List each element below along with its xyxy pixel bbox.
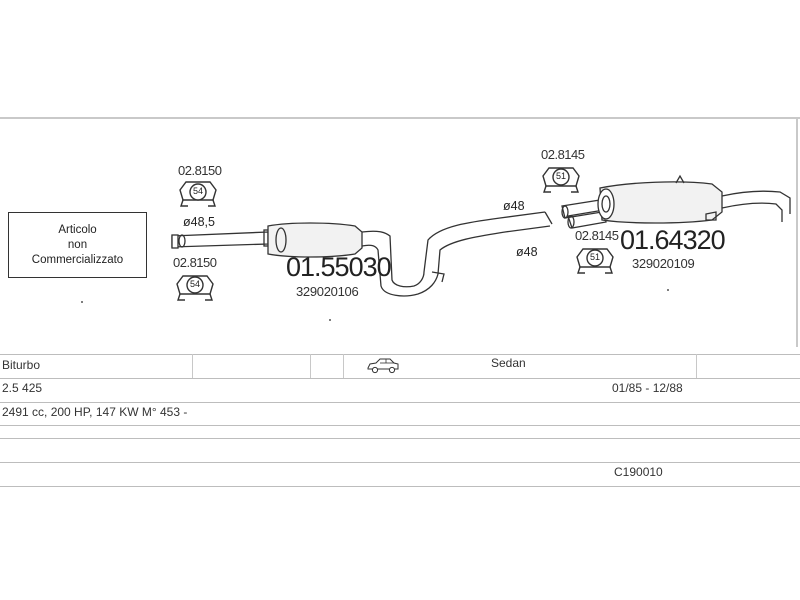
vehicle-body-type: Sedan: [491, 356, 526, 370]
hanger-bottom-right-badge: 51: [589, 252, 600, 262]
rear-pipe-joint: [544, 211, 553, 225]
sedan-car-icon: [367, 358, 399, 374]
rear-silencer-outlet: [705, 211, 717, 221]
rear-pipe-diameter-upper: ø48: [503, 199, 525, 213]
table-rule-3: [0, 402, 800, 403]
note-line-3: Commercializzato: [31, 253, 124, 266]
connecting-pipe-upper: [361, 211, 546, 288]
rear-silencer-oe-number: 329020109: [632, 256, 695, 271]
table-col-divider-3: [343, 354, 344, 378]
connecting-pipe-lower: [361, 225, 551, 297]
rear-silencer-front-end: [597, 188, 615, 220]
front-pipe-end: [178, 234, 186, 248]
diagram-right-border: [796, 117, 798, 347]
table-rule-7: [0, 486, 800, 487]
kit-code[interactable]: C190010: [614, 465, 663, 479]
table-rule-1: [0, 354, 800, 355]
diagram-top-border: [0, 117, 800, 119]
middle-silencer-oe-number: 329020106: [296, 284, 359, 299]
rear-silencer: [599, 181, 723, 224]
not-sold-note: Articolo non Commercializzato: [8, 212, 147, 278]
rear-pipe-diameter-lower: ø48: [516, 245, 538, 259]
table-col-divider-1: [192, 354, 193, 378]
table-rule-6: [0, 462, 800, 463]
tailpipe-lower: [721, 202, 783, 222]
pipe-bracket: [431, 271, 445, 283]
table-rule-4: [0, 425, 800, 426]
engine-specification: 2491 cc, 200 HP, 147 KW M° 453 -: [2, 405, 188, 419]
hanger-bottom-left-badge: 54: [189, 279, 200, 289]
rear-silencer-hanger-tab: [675, 174, 685, 184]
middle-silencer: [267, 222, 363, 258]
hanger-bottom-left-code[interactable]: 02.8150: [173, 255, 217, 270]
hanger-top-left-shape: [179, 181, 217, 207]
rear-silencer-code[interactable]: 01.64320: [620, 225, 726, 255]
front-pipe-diameter: ø48,5: [183, 215, 215, 229]
table-col-divider-2: [310, 354, 311, 378]
front-pipe: [171, 231, 269, 248]
hanger-top-left-badge: 54: [192, 186, 203, 196]
hanger-bottom-right-shape: [576, 248, 614, 274]
vehicle-model: Biturbo: [2, 358, 41, 372]
hanger-top-left-code[interactable]: 02.8150: [178, 163, 222, 178]
tailpipe-upper: [721, 190, 791, 214]
table-rule-5: [0, 438, 800, 439]
hanger-top-right-shape: [542, 167, 580, 193]
middle-silencer-code[interactable]: 01.55030: [286, 252, 392, 282]
table-rule-2: [0, 378, 800, 379]
hanger-bottom-left-shape: [176, 275, 214, 301]
note-line-2: non: [67, 238, 88, 251]
middle-silencer-end: [275, 227, 287, 253]
hanger-bottom-right-code[interactable]: 02.8145: [575, 228, 619, 243]
front-pipe-flange: [171, 234, 179, 249]
production-years: 01/85 - 12/88: [612, 381, 683, 395]
engine-code: 2.5 425: [2, 381, 43, 395]
rear-inlet-pipe-1-end: [561, 205, 569, 219]
hanger-top-right-badge: 51: [555, 171, 566, 181]
table-col-divider-4: [696, 354, 697, 378]
note-line-1: Articolo: [58, 223, 97, 236]
rear-silencer-inlet: [601, 195, 611, 213]
hanger-top-right-code[interactable]: 02.8145: [541, 147, 585, 162]
rear-inlet-pipe-2: [567, 209, 607, 229]
rear-inlet-pipe-2-end: [567, 215, 575, 229]
